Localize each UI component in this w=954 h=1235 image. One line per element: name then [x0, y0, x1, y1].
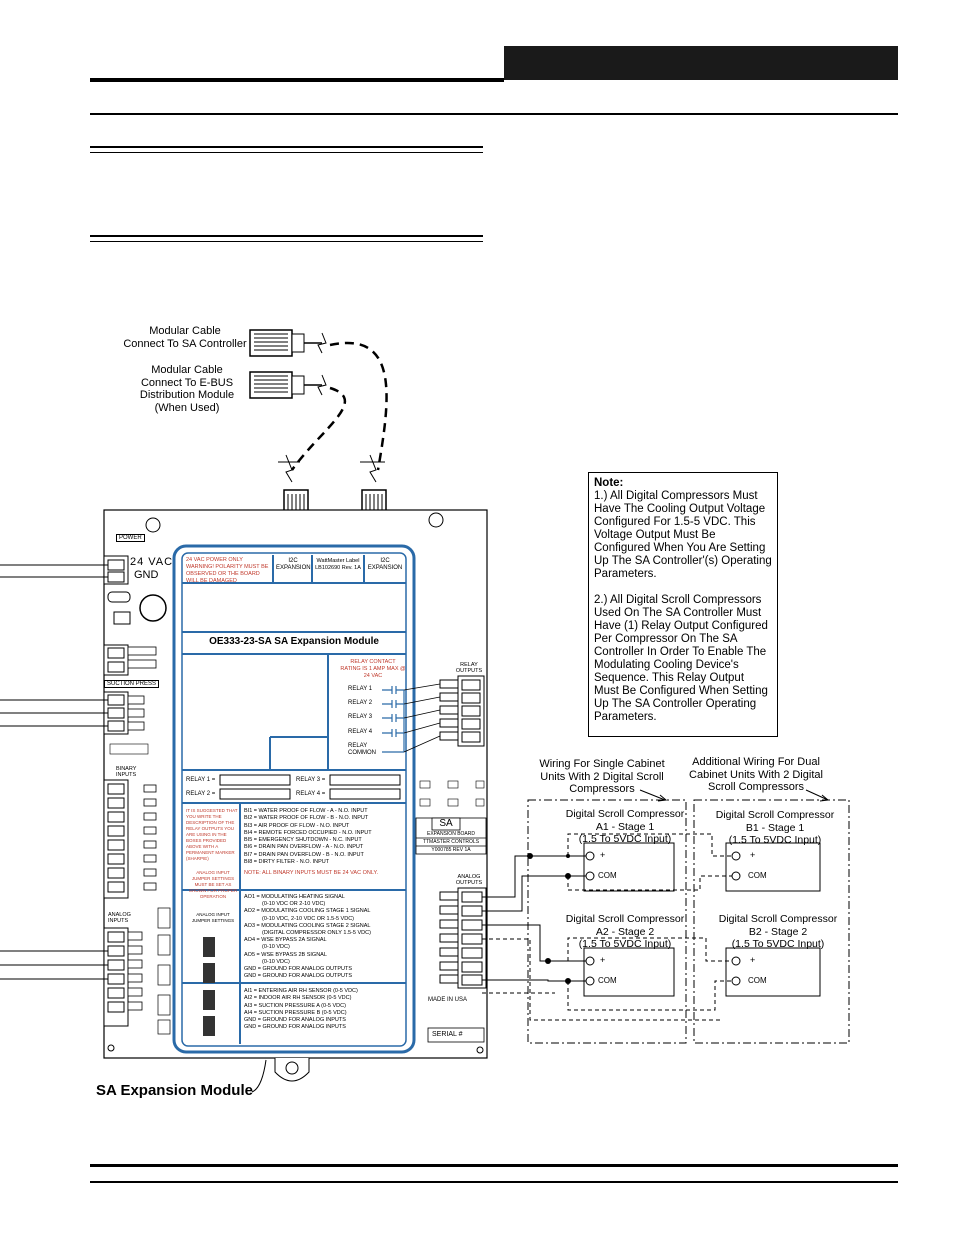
a2-com: COM — [598, 976, 617, 985]
footer-rule-2 — [90, 1181, 898, 1183]
pcb-gnd: GND — [134, 569, 159, 581]
side-note: IT IS SUGGESTED THAT YOU WRITE THE DESCR… — [186, 808, 238, 861]
pcb-relay-out: RELAY OUTPUTS — [455, 662, 483, 674]
compressor-a1-box — [583, 842, 675, 892]
footer-rule — [90, 1164, 898, 1167]
binary-inputs-list: BI1 = WATER PROOF OF FLOW - A - N.O. INP… — [244, 808, 372, 866]
i2c-expansion-label-2: I2C EXPANSION — [367, 558, 403, 571]
pcb-rev: Y000785 REV 1A — [431, 847, 471, 853]
jumper-title: ANALOG INPUT JUMPER SETTINGS — [191, 912, 235, 923]
wattmaster-label: WattMaster Label LB102690 Rev. 1A — [315, 558, 361, 571]
compressor-b2-box — [725, 947, 821, 997]
relay-common-label: RELAY COMMON — [348, 743, 376, 756]
dual-cabinet-enclosure — [693, 799, 850, 1044]
header-bar — [504, 46, 898, 80]
b2-com: COM — [748, 976, 767, 985]
jumper-note: ANALOG INPUT JUMPER SETTINGS MUST BE SET… — [188, 870, 238, 899]
relay-2-label: RELAY 2 — [348, 700, 373, 706]
relay-rating: RELAY CONTACT RATING IS 1 AMP MAX @ 24 V… — [340, 659, 406, 679]
section-rule — [90, 113, 898, 115]
pcb-24vac: 24 VAC — [130, 556, 174, 568]
pcb-analog-in: ANALOG INPUTS — [108, 912, 131, 924]
pcb-sa: SA — [439, 818, 453, 829]
pcb-ttmaster: TTMASTER CONTROLS — [422, 839, 480, 845]
pcb-serial: SERIAL # — [432, 1031, 463, 1038]
terminal-blocks-left — [103, 555, 129, 1027]
relay-3-label: RELAY 3 — [348, 714, 373, 720]
relay-4-label: RELAY 4 — [348, 729, 373, 735]
board-title: OE333-23-SA SA Expansion Module — [209, 636, 379, 647]
a1-com: COM — [598, 871, 617, 880]
b1-com: COM — [748, 871, 767, 880]
dashed-cable-ebus — [290, 386, 346, 471]
pcb-analog-out: ANALOG OUTPUTS — [455, 874, 483, 886]
fuse-icon — [107, 591, 131, 603]
relay-1-label: RELAY 1 — [348, 686, 373, 692]
pcb-binary: BINARY INPUTS — [116, 766, 137, 778]
analog-outputs-list: AO1 = MODULATING HEATING SIGNAL(0-10 VDC… — [244, 894, 371, 980]
a2-plus: + — [600, 955, 606, 965]
compressor-b1-box — [725, 842, 821, 892]
single-cabinet-enclosure — [527, 799, 687, 1044]
pcb-suction: SUCTION PRESS — [104, 680, 160, 688]
analog-inputs-list: AI1 = ENTERING AIR RH SENSOR (0-5 VDC)AI… — [244, 988, 358, 1031]
power-warning: 24 VAC POWER ONLY WARNING! POLARITY MUST… — [186, 557, 269, 584]
compressor-a2-box — [583, 947, 675, 997]
subheading-rule-top-thin — [90, 152, 483, 153]
label-panel — [172, 544, 416, 1054]
note-paragraph-2: 2.) All Digital Scroll Compressors Used … — [594, 594, 768, 723]
rj-connector-ebus — [249, 371, 327, 399]
relay-field-1: RELAY 1 = — [186, 777, 216, 783]
b1-plus: + — [750, 850, 756, 860]
module-label: SA Expansion Module — [96, 1082, 253, 1099]
b2-plus: + — [750, 955, 756, 965]
i2c-expansion-label: I2C EXPANSION — [276, 558, 311, 571]
subheading-rule-top — [90, 146, 483, 148]
pcb-made: MADE IN USA — [428, 997, 468, 1003]
bi-note: NOTE: ALL BINARY INPUTS MUST BE 24 VAC O… — [244, 870, 378, 876]
relay-field-2: RELAY 2 = — [186, 791, 216, 797]
subheading-rule-bottom-thin — [90, 241, 483, 242]
note-title: Note: — [594, 477, 624, 489]
dashed-cable-sa — [329, 341, 388, 471]
relay-field-3: RELAY 3 = — [296, 777, 326, 783]
pcb-exp-board: EXPANSION BOARD — [427, 831, 475, 837]
rj-connector-sa — [249, 329, 327, 357]
subheading-rule-bottom — [90, 235, 483, 237]
header-rule — [90, 78, 504, 82]
capacitor-icon — [139, 594, 167, 622]
note-box: Note: 1.) All Digital Compressors Must H… — [588, 472, 778, 737]
pcb-power: POWER — [116, 534, 145, 542]
note-paragraph-1: 1.) All Digital Compressors Must Have Th… — [594, 490, 772, 580]
a1-plus: + — [600, 850, 606, 860]
relay-field-4: RELAY 4 = — [296, 791, 326, 797]
